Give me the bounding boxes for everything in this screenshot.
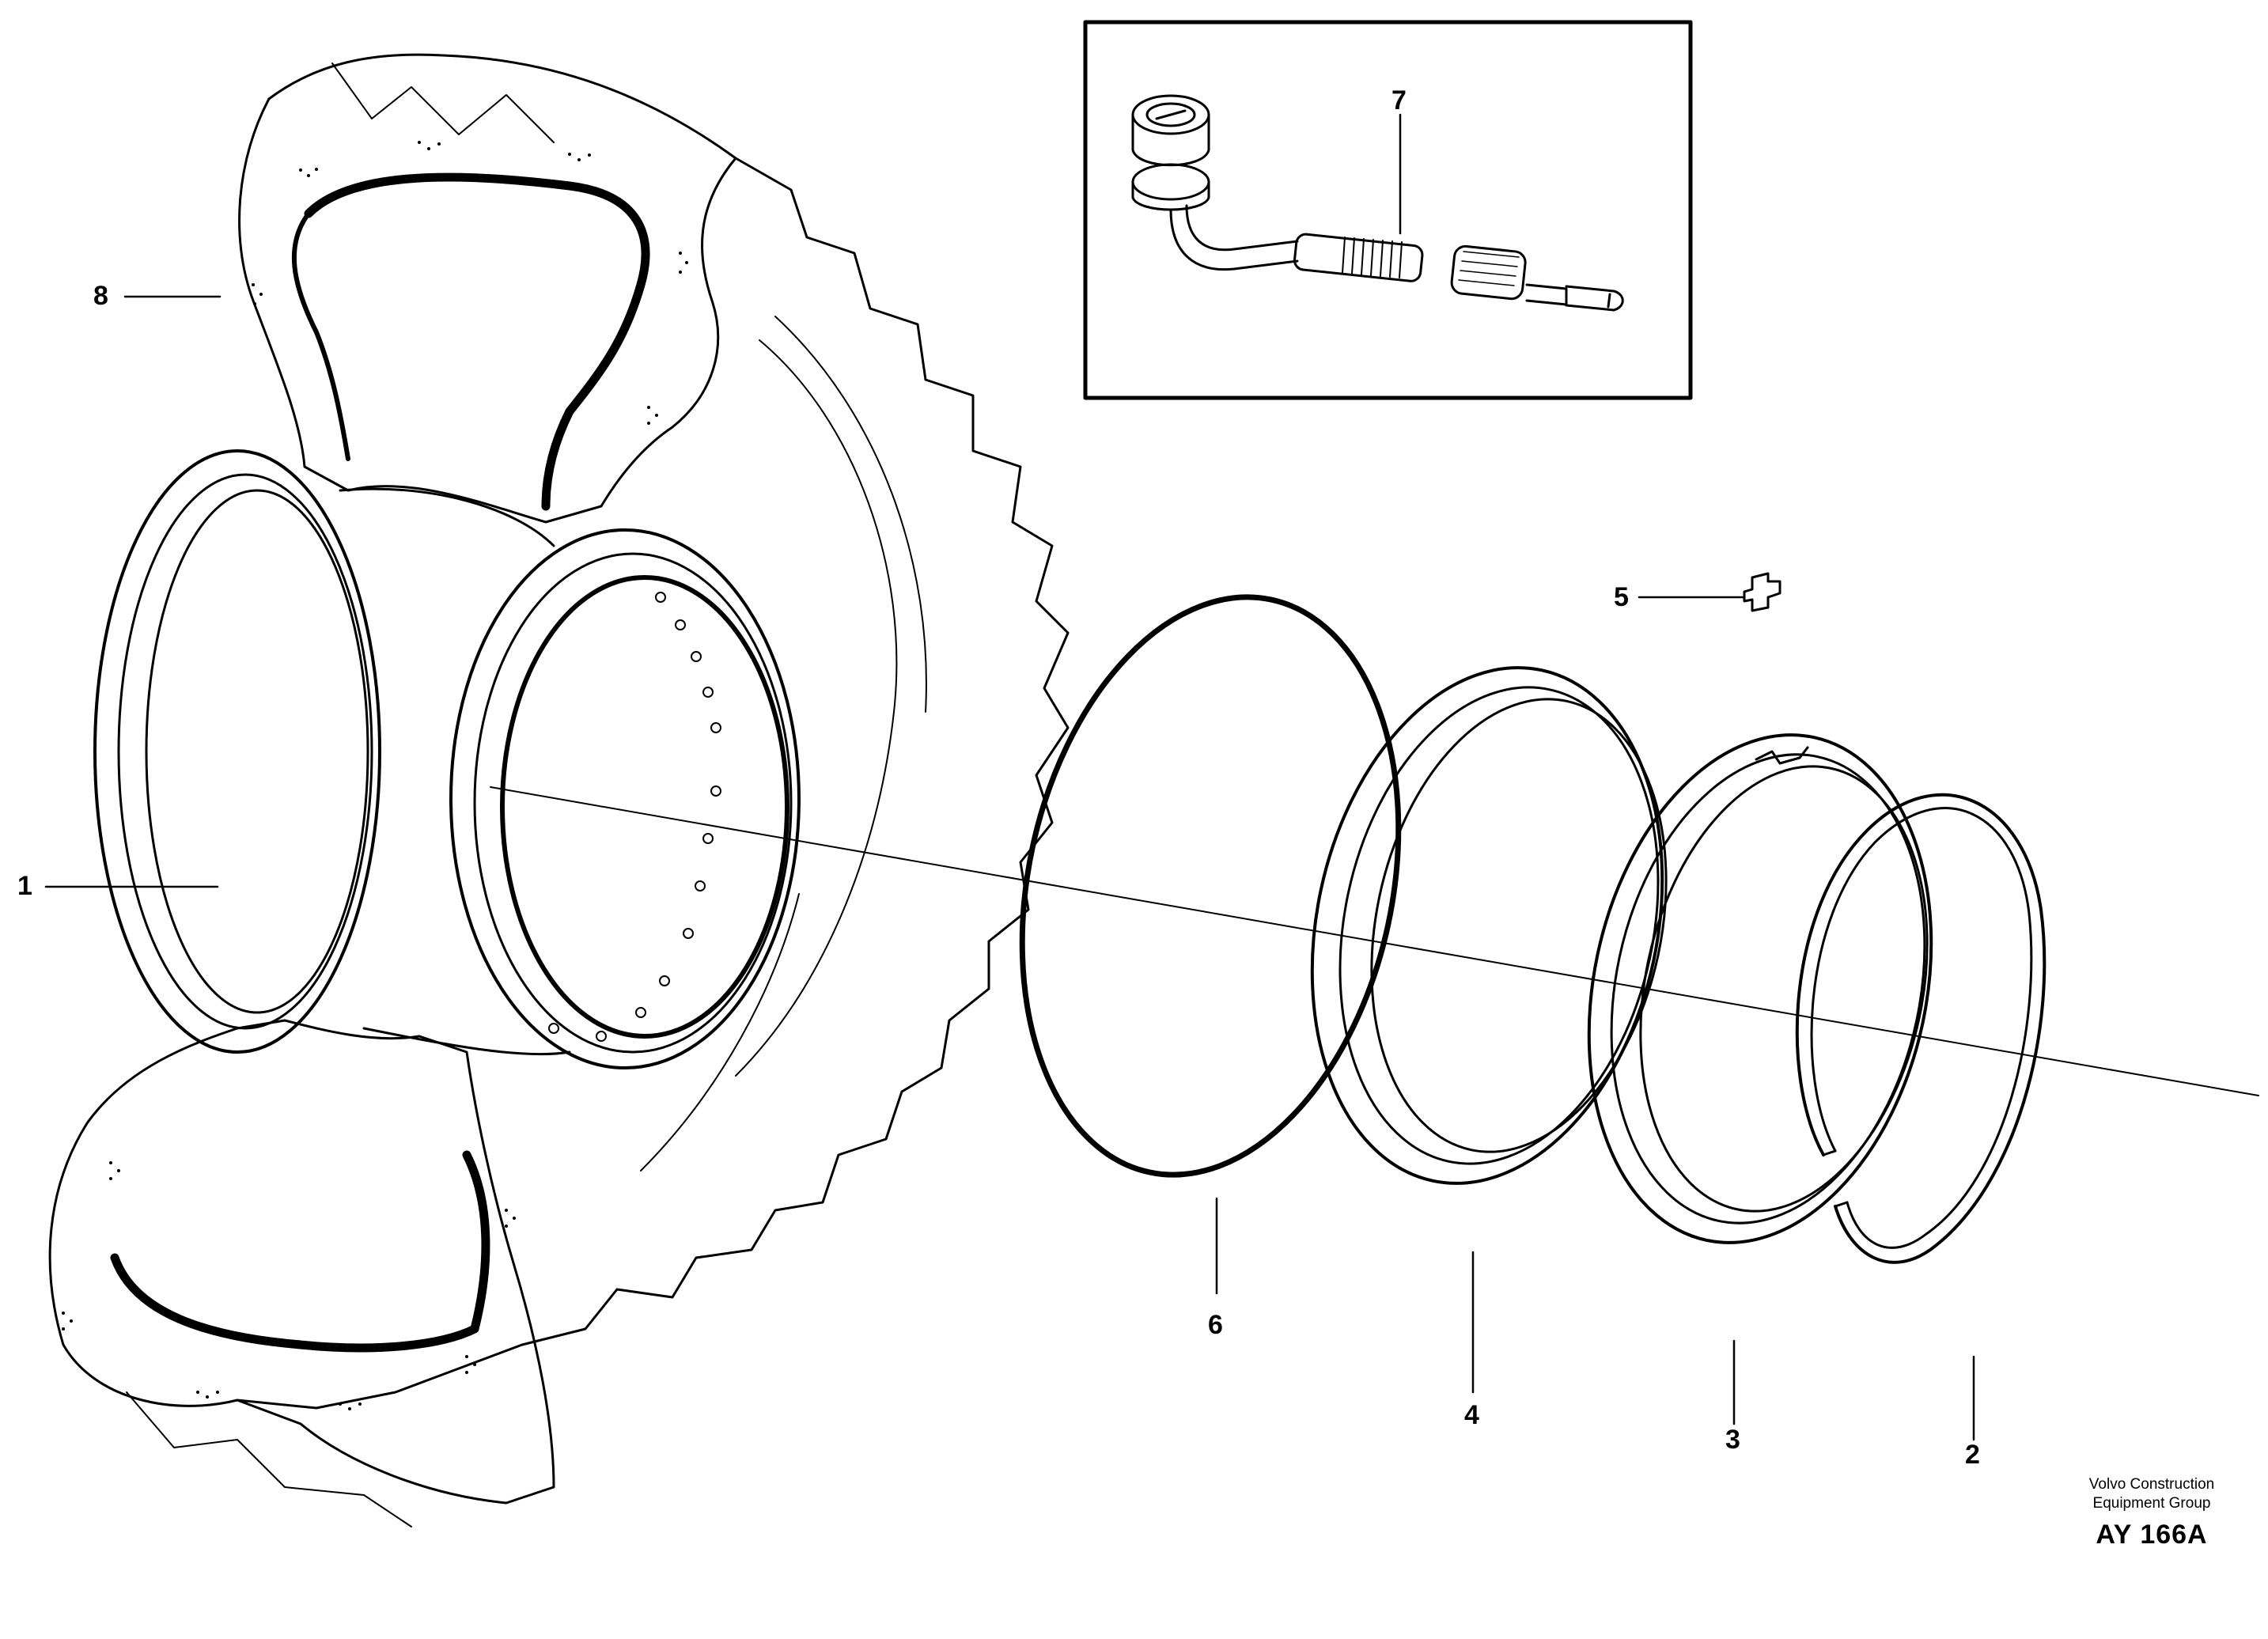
key-part [1743,572,1781,612]
callout-7: 7 [1391,85,1407,115]
callout-8: 8 [93,281,108,311]
tread-details [126,62,555,1527]
credit-line-2: Equipment Group [2092,1495,2211,1512]
callout-1: 1 [17,871,32,901]
tire-inner-cavity-top [304,172,650,511]
callout-4: 4 [1464,1400,1479,1430]
tire-inner-cavity-bottom [110,1150,490,1353]
tire-inner-cavity-top-left [291,211,350,461]
tire-section-top [238,97,737,524]
callout-3: 3 [1725,1425,1740,1455]
callout-2: 2 [1965,1440,1980,1470]
flange-ring [1587,733,1933,1244]
tire-section-bottom [48,1019,555,1505]
rim-outer-flange [93,449,381,1054]
publisher-credit: Volvo Construction Equipment Group AY 16… [2065,1475,2239,1550]
callout-6: 6 [1208,1310,1223,1340]
rim-front-hoop-seat [500,575,789,1039]
rim-front-hoop-inner [473,552,793,1054]
rim-barrel [339,487,571,1056]
valve-inset-frame [1083,20,1693,400]
sidewall-arc-3 [640,893,800,1172]
lock-ring [1795,793,2047,1264]
rim-flange-inner [117,473,373,1030]
rim-bead-seat [145,489,369,1014]
o-ring [1019,594,1402,1178]
bead-seat-band [1310,666,1668,1185]
tire-assembly [48,53,1070,1527]
sidewall-arc-1 [735,339,898,1077]
rim-front-hoop-outer [449,528,801,1069]
rim-bolt-holes [548,592,721,1042]
leader-lines [44,113,1975,1441]
tire-tread-outline [236,53,1070,1410]
valve-assembly [1131,94,1624,312]
assembly-axis-line [490,786,2259,1096]
drawing-code: AY 166A [2096,1520,2208,1550]
sidewall-arc-2 [774,316,927,713]
tire-cord-speckles [62,141,688,1410]
callout-5: 5 [1614,582,1629,612]
credit-line-1: Volvo Construction [2088,1476,2215,1493]
